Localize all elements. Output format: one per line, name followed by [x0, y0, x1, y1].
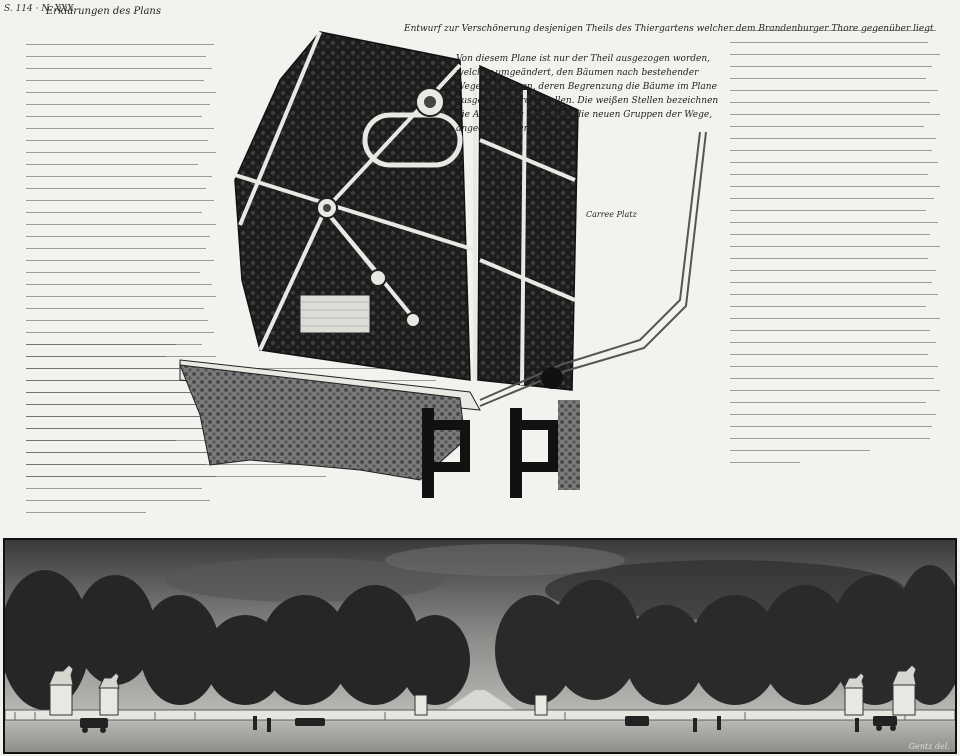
artist-signature: Gentz del.	[908, 742, 950, 751]
left-trees	[5, 570, 470, 710]
plan-caption: Von diesem Plane ist nur der Theil ausge…	[456, 54, 719, 134]
gate-building-plan	[422, 408, 558, 498]
archive-note: S. 114 · N. XXX	[4, 4, 74, 14]
center-heading: Entwurf zur Verschönerung desjenigen The…	[404, 24, 934, 34]
gate-pillars	[49, 684, 916, 716]
east-road	[479, 131, 701, 401]
panorama-view	[3, 538, 957, 754]
panorama-drawing	[5, 540, 955, 752]
right-text-column	[730, 30, 940, 474]
balustrade	[5, 709, 955, 721]
figures	[80, 716, 897, 733]
park-east-strip	[477, 64, 579, 391]
drawing-sheet: S. 114 · N. XXX Erklärungen des Plans En…	[4, 4, 940, 513]
pavilion	[541, 367, 563, 389]
oval-drive	[362, 112, 463, 168]
garden-plan	[179, 31, 707, 498]
left-heading: Erklärungen des Plans	[46, 6, 161, 17]
lower-woodland	[179, 364, 466, 481]
rond-point-south	[405, 312, 421, 328]
rond-point-east	[369, 269, 387, 287]
corner-label: Carree Platz	[586, 210, 637, 219]
right-trees	[495, 565, 955, 705]
lawn-parterre	[299, 294, 371, 334]
horse-sculptures	[48, 664, 917, 689]
